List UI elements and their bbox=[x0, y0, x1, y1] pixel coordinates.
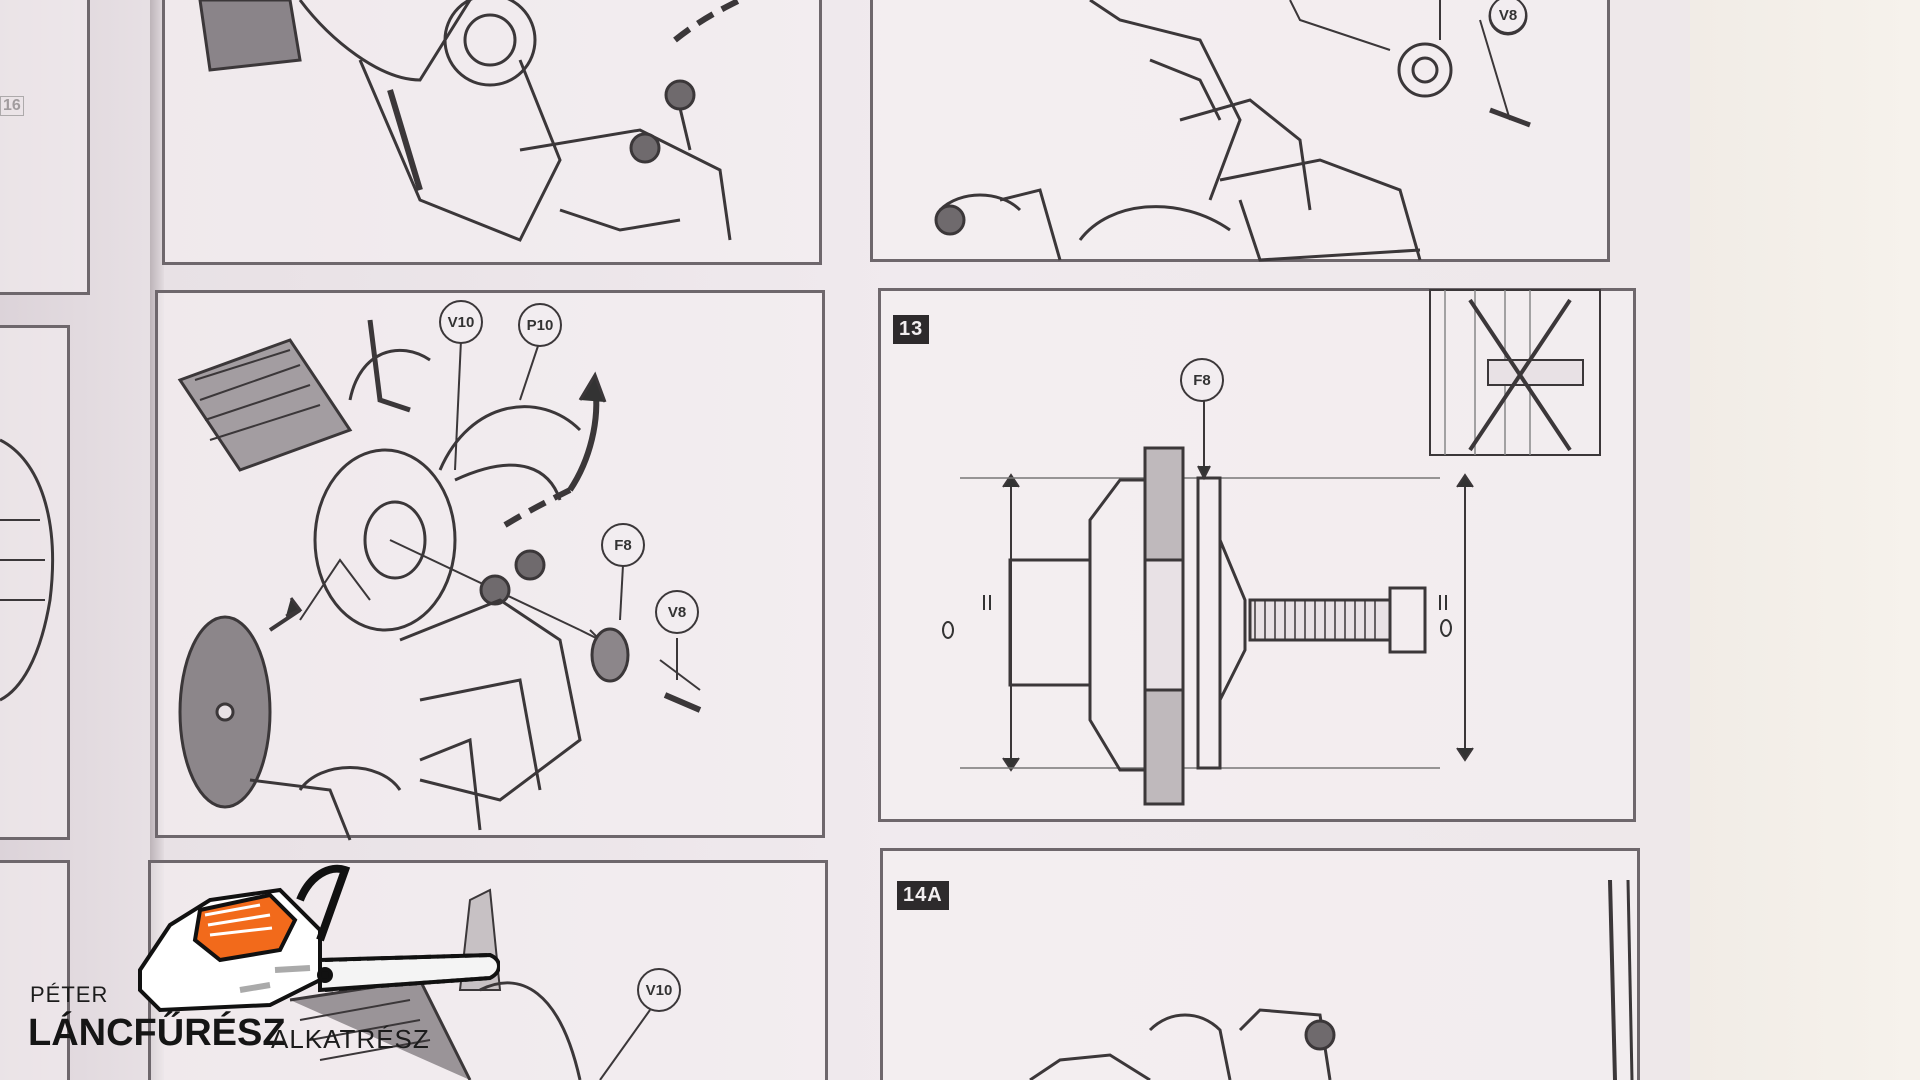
left-page-panel-2 bbox=[0, 325, 70, 840]
callout-f8: F8 bbox=[614, 537, 632, 554]
callout-p10: P10 bbox=[527, 317, 554, 334]
left-page-panel-1 bbox=[0, 0, 90, 295]
callout-f8-fig13: F8 bbox=[1193, 372, 1211, 389]
callout-v10: V10 bbox=[448, 314, 475, 331]
logo-chainsaw-graphic bbox=[138, 864, 500, 1013]
figure-label-13: 13 bbox=[893, 315, 930, 344]
logo-text-alkatresz: ALKATRÉSZ bbox=[271, 1024, 430, 1054]
callout-v8: V8 bbox=[668, 604, 686, 621]
figure-panel-top-left bbox=[162, 0, 822, 265]
left-page-panel-3 bbox=[0, 860, 70, 1080]
figure-panel-14a: 14A bbox=[880, 848, 1640, 1080]
background-wall bbox=[1690, 0, 1920, 1080]
figure-label-14a: 14A bbox=[897, 881, 949, 910]
callout-v8-top: V8 bbox=[1499, 7, 1517, 24]
callout-v10-fig14: V10 bbox=[646, 982, 673, 999]
logo-text-lancfuresz: LÁNCFŰRÉSZ bbox=[28, 1012, 286, 1054]
logo-text-peter: PÉTER bbox=[30, 982, 109, 1007]
